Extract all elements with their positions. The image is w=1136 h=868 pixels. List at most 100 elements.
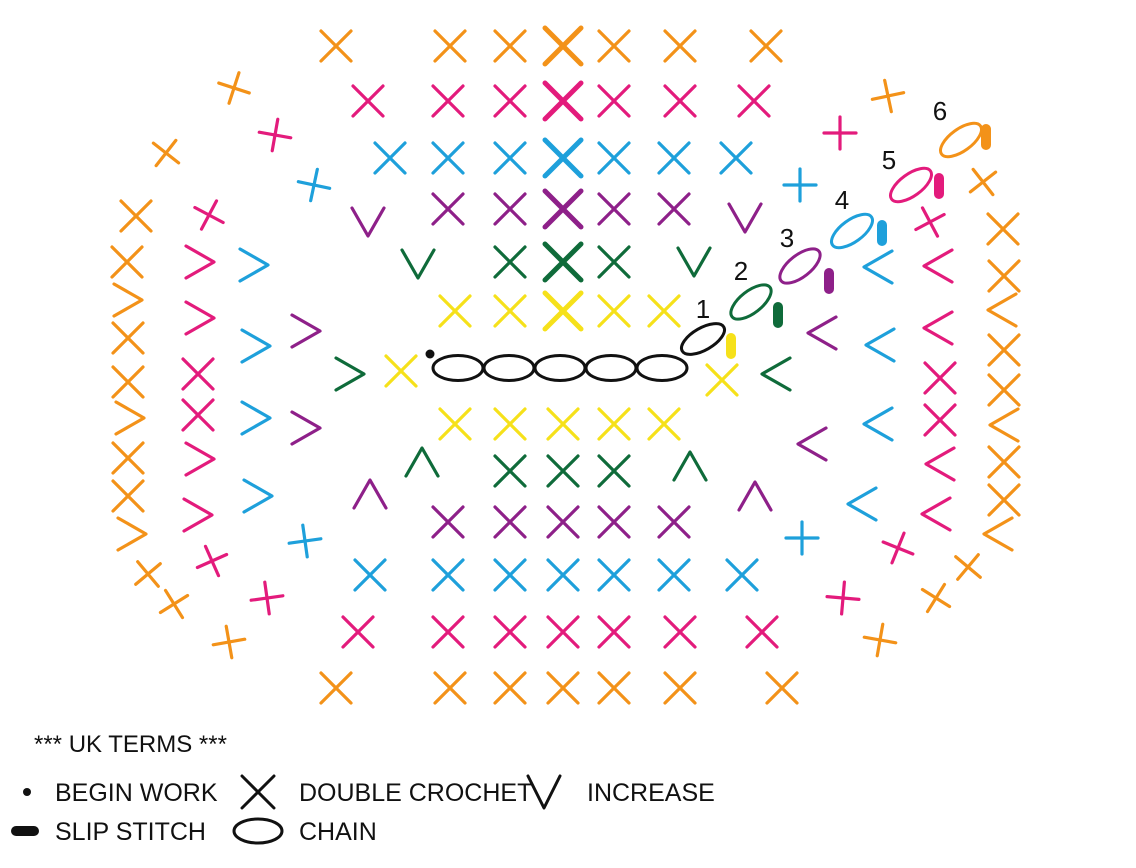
turning-chain xyxy=(939,121,983,159)
legend-begin-work: BEGIN WORK xyxy=(55,779,218,807)
dc-plus-mark xyxy=(193,199,225,231)
dc-plus-mark xyxy=(870,78,906,114)
double-crochet-mark xyxy=(493,558,527,592)
increase-mark xyxy=(864,327,896,363)
double-crochet-mark xyxy=(431,505,465,539)
dc-plus-mark xyxy=(825,580,861,616)
double-crochet-mark xyxy=(111,479,145,513)
double-crochet-mark xyxy=(987,445,1021,479)
double-crochet-mark xyxy=(431,558,465,592)
double-crochet-mark xyxy=(438,294,472,328)
legend-increase: INCREASE xyxy=(587,779,715,807)
round-number: 1 xyxy=(696,294,710,324)
increase-mark xyxy=(112,282,144,318)
dc-plus-mark xyxy=(822,115,858,151)
round-number: 5 xyxy=(882,145,896,175)
chain-stitch xyxy=(482,354,536,382)
dc-plus-mark xyxy=(881,531,915,565)
double-crochet-mark xyxy=(110,245,144,279)
double-crochet-mark xyxy=(433,29,467,63)
double-crochet-mark xyxy=(542,25,584,67)
double-crochet-mark xyxy=(493,407,527,441)
double-crochet-mark xyxy=(111,441,145,475)
double-crochet-mark xyxy=(181,357,215,391)
increase-mark xyxy=(240,328,272,364)
double-crochet-mark xyxy=(493,505,527,539)
dc-plus-mark xyxy=(211,624,247,660)
double-crochet-mark xyxy=(542,137,584,179)
increase-mark xyxy=(988,407,1020,443)
dc-plus-mark xyxy=(134,560,162,588)
dc-plus-mark xyxy=(968,167,998,197)
dc-plus-mark xyxy=(914,206,946,238)
double-crochet-mark xyxy=(493,615,527,649)
chain-icon xyxy=(232,817,284,845)
double-crochet-mark xyxy=(493,84,527,118)
increase-mark xyxy=(672,450,708,482)
increase-mark xyxy=(986,292,1018,328)
double-crochet-mark xyxy=(181,398,215,432)
increase-mark xyxy=(760,356,792,392)
double-crochet-mark xyxy=(546,558,580,592)
slip-stitch-icon xyxy=(11,826,39,836)
double-crochet-mark xyxy=(597,615,631,649)
increase-mark xyxy=(806,315,838,351)
increase-mark xyxy=(862,406,894,442)
slip-stitch-mark xyxy=(726,333,736,359)
double-crochet-mark xyxy=(647,407,681,441)
increase-icon xyxy=(526,774,562,810)
increase-mark xyxy=(400,248,436,280)
increase-mark xyxy=(182,497,214,533)
chain-stitch xyxy=(533,354,587,382)
double-crochet-mark xyxy=(749,29,783,63)
legend: *** UK TERMS *** BEGIN WORK SLIP STITCH … xyxy=(11,731,715,846)
round-3-marker: 3 xyxy=(778,223,834,294)
double-crochet-mark xyxy=(431,141,465,175)
double-crochet-mark xyxy=(353,558,387,592)
chain-stitch xyxy=(635,354,689,382)
dc-plus-mark xyxy=(158,588,190,620)
double-crochet-mark xyxy=(493,192,527,226)
dc-plus-mark xyxy=(920,582,952,614)
double-crochet-mark xyxy=(546,454,580,488)
double-crochet-mark xyxy=(657,558,691,592)
double-crochet-mark xyxy=(351,84,385,118)
double-crochet-mark xyxy=(493,245,527,279)
double-crochet-mark xyxy=(438,407,472,441)
double-crochet-mark xyxy=(657,141,691,175)
double-crochet-icon xyxy=(240,774,276,810)
double-crochet-mark xyxy=(341,615,375,649)
chain-stitch xyxy=(431,354,485,382)
legend-slip-stitch: SLIP STITCH xyxy=(55,818,206,846)
turning-chain xyxy=(729,283,773,321)
round-1-marker: 1 xyxy=(680,294,736,359)
double-crochet-mark xyxy=(987,259,1021,293)
increase-mark xyxy=(922,310,954,346)
slip-stitch-mark xyxy=(934,173,944,199)
increase-mark xyxy=(862,249,894,285)
double-crochet-mark xyxy=(725,558,759,592)
double-crochet-mark xyxy=(597,29,631,63)
begin-work-dot xyxy=(425,349,435,359)
increase-mark xyxy=(924,446,956,482)
legend-terms: *** UK TERMS *** xyxy=(34,731,227,758)
double-crochet-mark xyxy=(546,615,580,649)
increase-mark xyxy=(184,300,216,336)
double-crochet-mark xyxy=(319,29,353,63)
double-crochet-mark xyxy=(987,333,1021,367)
double-crochet-mark xyxy=(493,454,527,488)
legend-chain: CHAIN xyxy=(299,818,377,846)
increase-mark xyxy=(737,480,773,512)
increase-mark xyxy=(290,313,322,349)
slip-stitch-mark xyxy=(773,302,783,328)
double-crochet-mark xyxy=(431,192,465,226)
dc-plus-mark xyxy=(784,520,820,556)
double-crochet-mark xyxy=(705,363,739,397)
increase-mark xyxy=(184,244,216,280)
double-crochet-mark xyxy=(663,84,697,118)
round-number: 2 xyxy=(734,256,748,286)
increase-mark xyxy=(920,496,952,532)
legend-double-crochet: DOUBLE CROCHET xyxy=(299,779,532,807)
double-crochet-mark xyxy=(923,361,957,395)
dc-plus-mark xyxy=(195,544,229,578)
